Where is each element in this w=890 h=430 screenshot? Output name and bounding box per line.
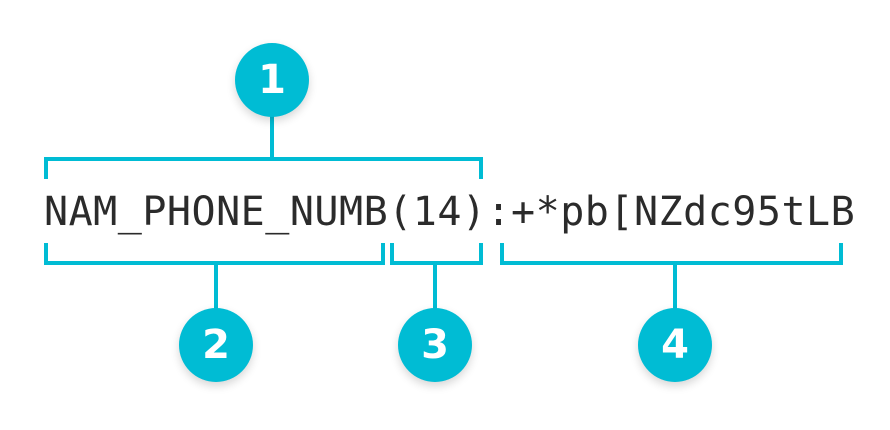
bracket-full-key [44,157,483,179]
annotated-code-string: NAM_PHONE_NUMB(14):+*pb[NZdc95tLB [44,189,856,235]
bracket-field-length [390,243,483,265]
connector-stem-1 [270,114,274,159]
callout-badge-3[interactable]: 3 [398,308,472,382]
callout-badge-2[interactable]: 2 [179,308,253,382]
callout-badge-1[interactable]: 1 [235,43,309,117]
connector-stem-3 [433,263,437,311]
connector-stem-2 [214,263,218,311]
bracket-field-value [500,243,843,265]
bracket-field-name [44,243,385,265]
callout-badge-4[interactable]: 4 [638,308,712,382]
connector-stem-4 [673,263,677,311]
